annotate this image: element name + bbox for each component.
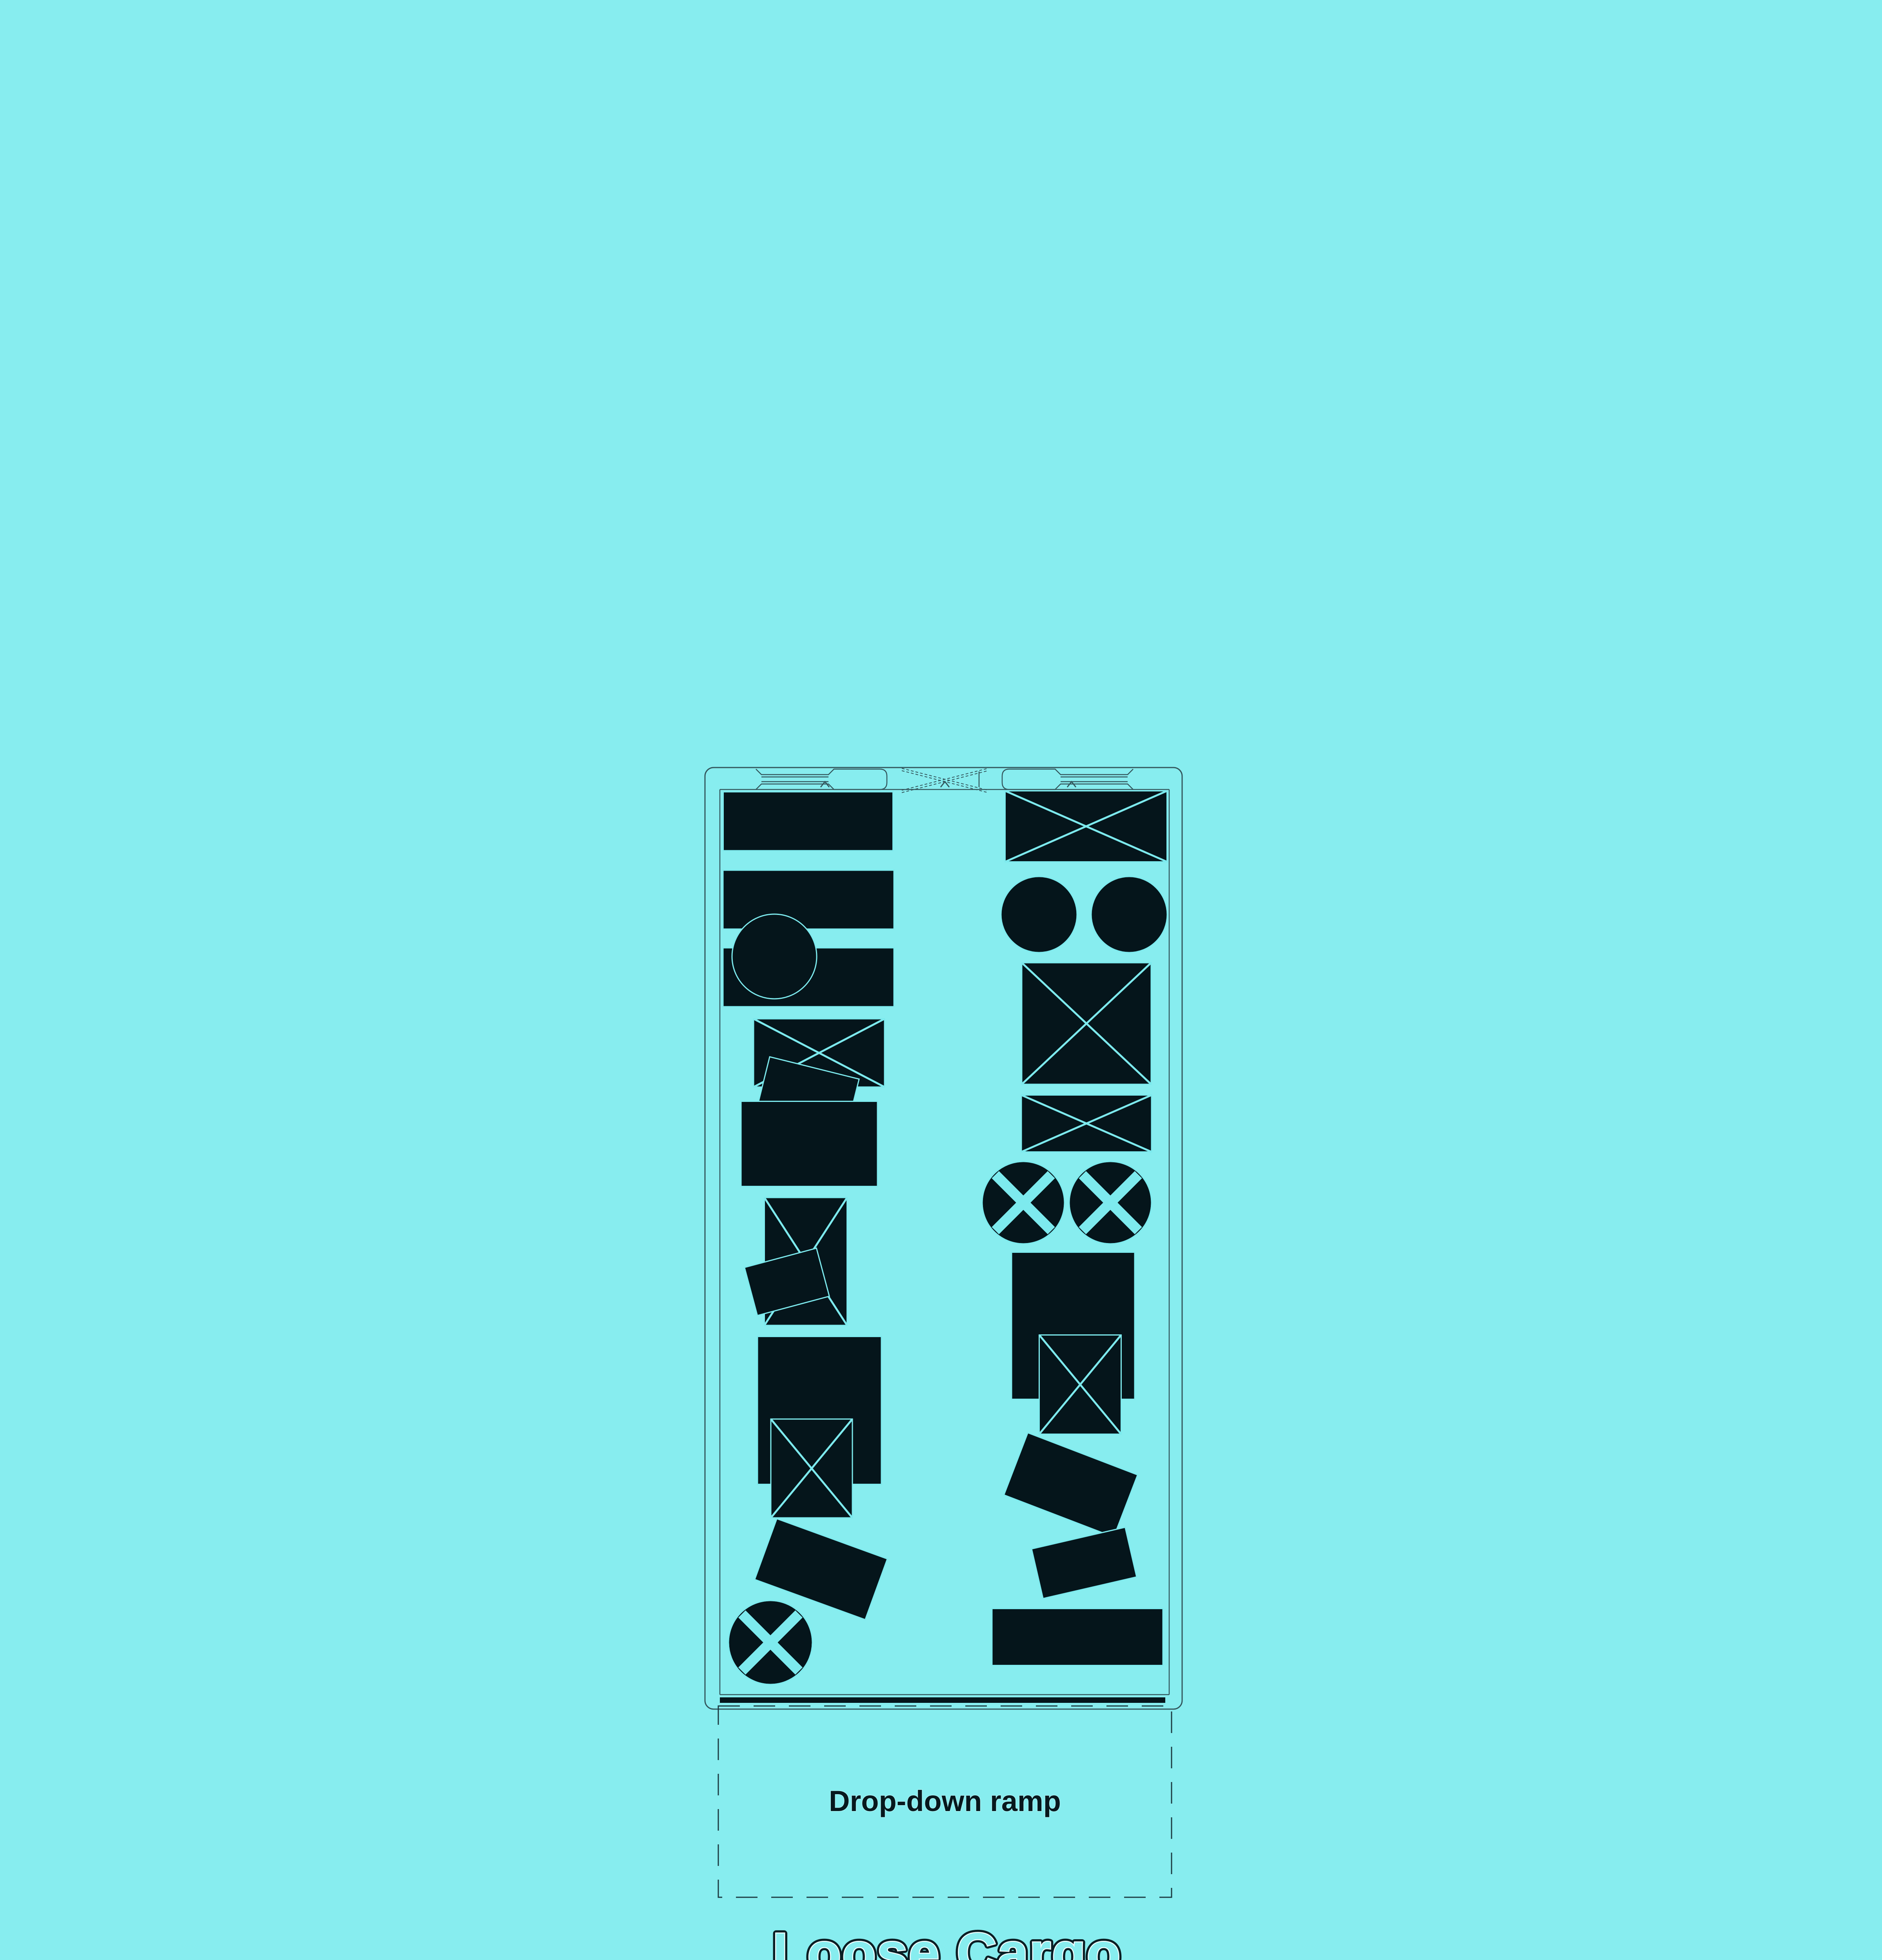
cargo-item-box[interactable] xyxy=(722,869,895,930)
cargo-item-box[interactable] xyxy=(754,1518,888,1621)
cargo-item-box[interactable] xyxy=(723,791,894,851)
title-group: Loose Cargo Loose Cargo xyxy=(769,1918,1124,1960)
cargo-item-box[interactable] xyxy=(740,1101,878,1187)
cargo-item-xbox[interactable] xyxy=(1005,790,1168,863)
ramp-area xyxy=(718,1705,1172,1898)
cargo-item-xcircle[interactable] xyxy=(728,1600,813,1685)
cargo-item-box[interactable] xyxy=(991,1608,1164,1666)
cargo-item-xcircle[interactable] xyxy=(1068,1161,1152,1245)
cargo-item-circle[interactable] xyxy=(1000,876,1078,953)
rear-sill xyxy=(720,1697,1165,1703)
cargo-item-xbox[interactable] xyxy=(770,1418,853,1519)
title-halo-text: Loose Cargo xyxy=(772,1922,1121,1960)
cargo-items xyxy=(722,790,1168,1685)
ramp-label: Drop-down ramp xyxy=(829,1785,1061,1817)
cargo-item-box[interactable] xyxy=(1003,1432,1139,1538)
cargo-item-xbox[interactable] xyxy=(1021,962,1152,1085)
cargo-item-circle[interactable] xyxy=(731,913,817,1000)
cargo-item-xbox[interactable] xyxy=(1021,1094,1152,1153)
cargo-item-circle[interactable] xyxy=(1090,876,1168,953)
cargo-item-xbox[interactable] xyxy=(1038,1334,1122,1435)
cargo-item-xcircle[interactable] xyxy=(981,1161,1065,1245)
cargo-item-box[interactable] xyxy=(743,1247,830,1316)
trailer-outline xyxy=(704,767,1183,1710)
cargo-item-box[interactable] xyxy=(1031,1526,1137,1599)
title-text: Loose Cargo xyxy=(772,1922,1121,1960)
